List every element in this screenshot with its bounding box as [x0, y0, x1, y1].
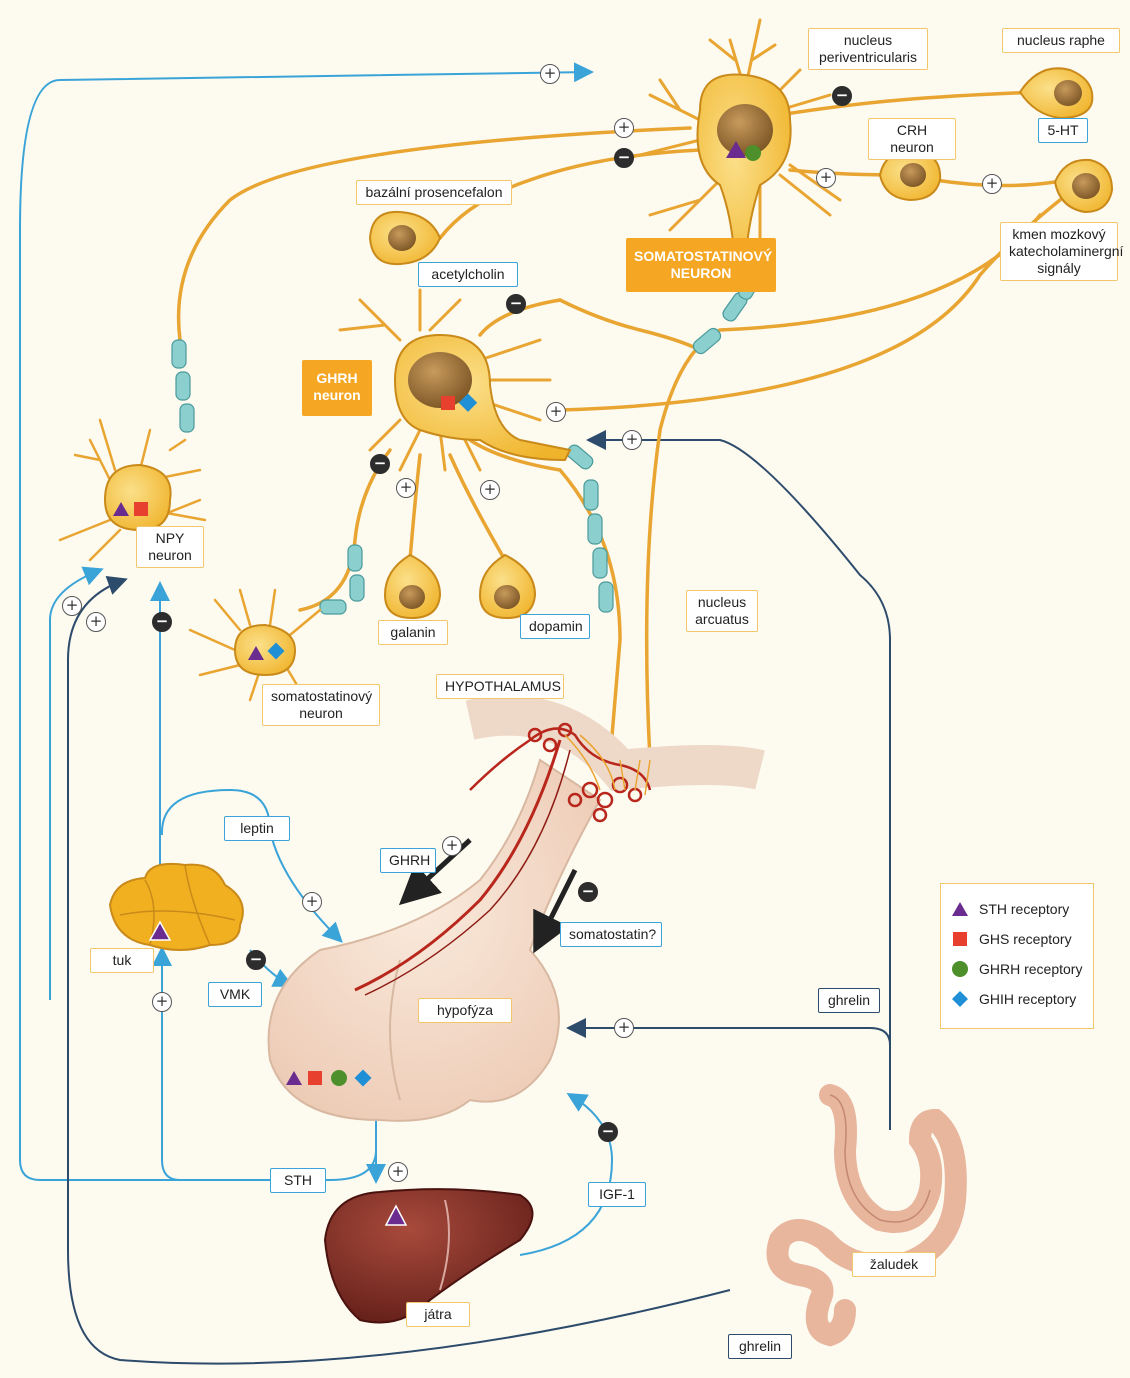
sth-to-npy-pathway — [50, 570, 100, 1000]
label-leptin: leptin — [224, 816, 290, 841]
acetylcholin-neuron — [370, 212, 440, 264]
label-zaludek: žaludek — [852, 1252, 936, 1277]
plus-sign: + — [86, 612, 106, 632]
label-npy-neuron: NPY neuron — [136, 526, 204, 568]
label-crh-neuron: CRH neuron — [868, 118, 956, 160]
igf1-to-pituitary-pathway — [520, 1095, 612, 1255]
label-hypofyza: hypofýza — [418, 998, 512, 1023]
label-kmen-mozkovy: kmen mozkový katecholaminergní signály — [1000, 222, 1118, 281]
legend-item-ghrh: GHRH receptory — [951, 954, 1083, 984]
receptor-legend: STH receptory GHS receptory GHRH recepto… — [940, 883, 1094, 1029]
myelin-sheaths — [172, 269, 764, 614]
label-sth: STH — [270, 1168, 326, 1193]
plus-sign: + — [302, 892, 322, 912]
ghrh-neuron — [340, 290, 570, 470]
galanin-neuron — [385, 555, 440, 618]
label-ghrh-neuron: GHRH neuron — [302, 360, 372, 416]
plus-sign: + — [152, 992, 172, 1012]
label-bazalni-prosencefalon: bazální prosencefalon — [356, 180, 512, 205]
minus-sign: − — [506, 294, 526, 314]
minus-sign: − — [614, 148, 634, 168]
plus-sign: + — [614, 118, 634, 138]
dopamin-neuron — [480, 555, 535, 618]
stomach — [778, 1095, 956, 1335]
legend-item-sth: STH receptory — [951, 894, 1083, 924]
legend-label: GHIH receptory — [979, 991, 1076, 1007]
legend-label: GHRH receptory — [979, 961, 1082, 977]
legend-item-ghs: GHS receptory — [951, 924, 1083, 954]
label-5ht: 5-HT — [1038, 118, 1088, 143]
label-galanin: galanin — [378, 620, 448, 645]
label-ghrelin-upper: ghrelin — [818, 988, 880, 1013]
plus-sign: + — [614, 1018, 634, 1038]
plus-sign: + — [816, 168, 836, 188]
plus-sign: + — [546, 402, 566, 422]
plus-sign: + — [480, 480, 500, 500]
legend-label: GHS receptory — [979, 931, 1072, 947]
diamond-icon — [951, 990, 969, 1008]
minus-sign: − — [832, 86, 852, 106]
minus-sign: − — [598, 1122, 618, 1142]
fat-tissue — [110, 864, 243, 950]
plus-sign: + — [540, 64, 560, 84]
label-vmk: VMK — [208, 982, 262, 1007]
label-nucleus-raphe: nucleus raphe — [1002, 28, 1120, 53]
label-somatostatin-neuron-main: SOMATOSTATINOVÝ NEURON — [626, 238, 776, 292]
label-somatostatin-neuron-small: somatostatinový neuron — [262, 684, 380, 726]
label-nucleus-periventricularis: nucleus periventricularis — [808, 28, 928, 70]
circle-icon — [951, 960, 969, 978]
minus-sign: − — [578, 882, 598, 902]
triangle-icon — [951, 900, 969, 918]
label-tuk: tuk — [90, 948, 154, 973]
label-igf1: IGF-1 — [588, 1182, 646, 1207]
label-nucleus-arcuatus: nucleus arcuatus — [686, 590, 758, 632]
plus-sign: + — [982, 174, 1002, 194]
label-hypothalamus: HYPOTHALAMUS — [436, 674, 564, 699]
catecholamine-neuron — [1055, 160, 1112, 212]
minus-sign: − — [152, 612, 172, 632]
legend-item-ghih: GHIH receptory — [951, 984, 1083, 1014]
plus-sign: + — [396, 478, 416, 498]
label-ghrh-arrow: GHRH — [380, 848, 436, 873]
square-icon — [951, 930, 969, 948]
label-acetylcholin: acetylcholin — [418, 262, 518, 287]
legend-label: STH receptory — [979, 901, 1069, 917]
raphe-neuron — [1020, 68, 1092, 118]
pituitary-gland — [269, 716, 760, 1121]
label-dopamin: dopamin — [520, 614, 590, 639]
label-ghrelin-lower: ghrelin — [728, 1334, 792, 1359]
label-jatra: játra — [406, 1302, 470, 1327]
plus-sign: + — [622, 430, 642, 450]
plus-sign: + — [62, 596, 82, 616]
minus-sign: − — [246, 950, 266, 970]
plus-sign: + — [388, 1162, 408, 1182]
label-somatostatin: somatostatin? — [560, 922, 662, 947]
plus-sign: + — [442, 836, 462, 856]
minus-sign: − — [370, 454, 390, 474]
